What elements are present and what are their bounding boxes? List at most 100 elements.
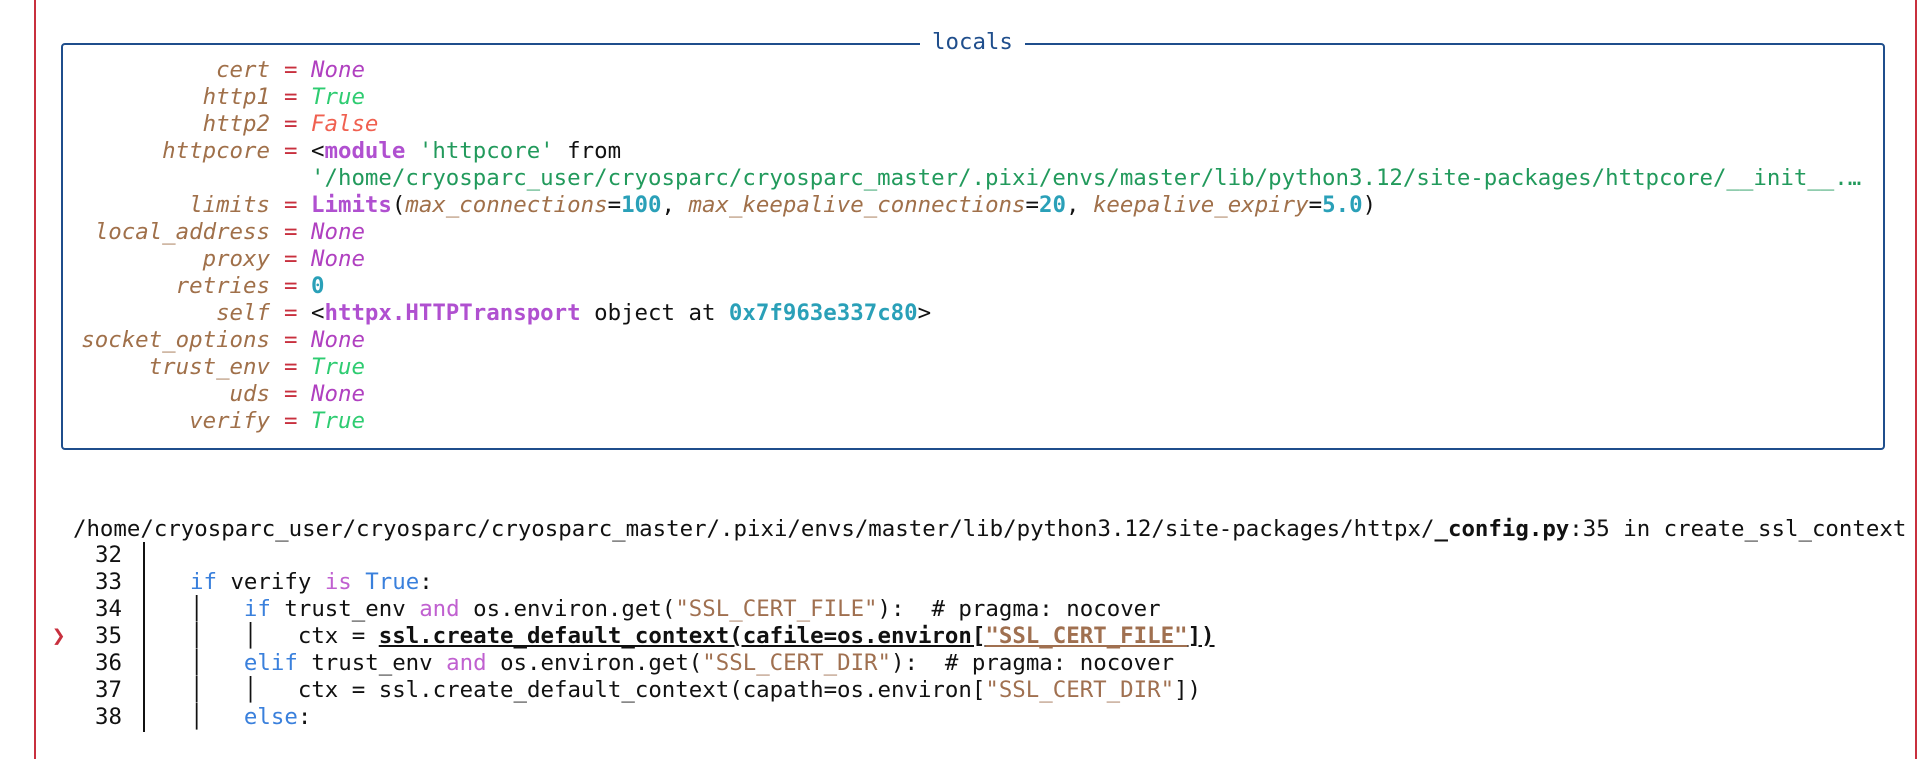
value-token: False [311, 111, 379, 137]
value-token: from [553, 138, 622, 164]
code-line: if verify is True: [190, 569, 433, 596]
traceback-border-right [1915, 0, 1917, 759]
line-number-gutter [143, 542, 145, 732]
code-line: │ if trust_env and os.environ.get("SSL_C… [190, 596, 1161, 623]
value-token: , [661, 192, 689, 218]
equals-sign: = [284, 192, 298, 218]
code-token: ctx = [297, 623, 379, 649]
code-line: │ elif trust_env and os.environ.get("SSL… [190, 650, 1174, 677]
local-var-value: True [311, 354, 365, 381]
line-number: 36 [95, 650, 122, 676]
code-token: : [297, 704, 312, 730]
value-token: None [311, 57, 365, 83]
value-token: ) [1362, 192, 1377, 218]
local-var-value: <module 'httpcore' from [311, 138, 621, 165]
local-var-value: Limits(max_connections=100, max_keepaliv… [311, 192, 1376, 219]
code-token: verify [216, 569, 325, 595]
code-token: ]) [1187, 623, 1215, 649]
value-token: 100 [621, 192, 662, 218]
error-line-marker-icon: ❯ [52, 623, 66, 649]
code-token: if [243, 596, 271, 622]
equals-sign: = [284, 84, 298, 110]
equals-sign: = [284, 219, 298, 245]
code-token: "SSL_CERT_DIR" [985, 677, 1175, 703]
frame-path: /home/cryosparc_user/cryosparc/cryosparc… [72, 516, 1435, 542]
local-var-name: self [216, 300, 270, 326]
value-token: keepalive_expiry [1092, 192, 1309, 218]
code-token: ]) [1174, 677, 1202, 703]
code-token: │ │ [190, 623, 298, 649]
value-token [405, 138, 418, 164]
equals-sign: = [284, 138, 298, 164]
value-token: httpx.HTTPTransport [324, 300, 581, 326]
local-var-name: limits [189, 192, 270, 218]
local-var-name: cert [216, 57, 270, 83]
code-token: │ │ [190, 677, 298, 703]
equals-sign: = [284, 57, 298, 83]
local-var-name: local_address [94, 219, 270, 245]
local-var-name: http1 [202, 84, 270, 110]
local-var-value: None [311, 381, 365, 408]
code-token: and [419, 596, 460, 622]
line-number: 37 [95, 677, 122, 703]
frame-location: /home/cryosparc_user/cryosparc/cryosparc… [46, 489, 1906, 542]
code-token: trust_env [270, 596, 420, 622]
line-number: 34 [95, 596, 122, 622]
equals-sign: = [284, 408, 298, 434]
code-token: if [190, 569, 217, 595]
code-line: │ else: [190, 704, 311, 731]
value-token: max_keepalive_connections [688, 192, 1026, 218]
equals-sign: = [284, 300, 298, 326]
local-var-name: verify [189, 408, 270, 434]
value-token: = [1025, 192, 1039, 218]
code-token: "SSL_CERT_FILE" [675, 596, 878, 622]
code-token: : [419, 569, 433, 595]
local-var-value: True [311, 408, 365, 435]
code-token: trust_env [297, 650, 447, 676]
code-token: ): # pragma: nocover [891, 650, 1175, 676]
value-token: > [917, 300, 932, 326]
equals-sign: = [284, 246, 298, 272]
code-token: │ [190, 596, 244, 622]
line-number: 32 [95, 542, 122, 568]
line-number: 38 [95, 704, 122, 730]
code-line: │ │ ctx = ssl.create_default_context(caf… [190, 623, 1215, 650]
local-var-name: proxy [202, 246, 270, 272]
value-token: , [1065, 192, 1093, 218]
value-token: < [311, 138, 325, 164]
code-token: ctx = ssl.create_default_context(capath=… [297, 677, 986, 703]
local-var-value: '/home/cryosparc_user/cryosparc/cryospar… [311, 165, 1861, 192]
local-var-value: <httpx.HTTPTransport object at 0x7f963e3… [311, 300, 931, 327]
equals-sign: = [284, 354, 298, 380]
code-token: elif [243, 650, 298, 676]
line-number: 33 [95, 569, 122, 595]
code-token: ): # pragma: nocover [877, 596, 1161, 622]
value-token: True [311, 84, 365, 110]
equals-sign: = [284, 273, 298, 299]
value-token: object at [580, 300, 729, 326]
local-var-name: httpcore [162, 138, 270, 164]
code-token: True [365, 569, 420, 595]
value-token: max_connections [405, 192, 608, 218]
code-token [352, 569, 365, 595]
value-token: None [311, 381, 365, 407]
code-token: │ [190, 704, 244, 730]
local-var-value: True [311, 84, 365, 111]
frame-line-suffix: :35 in create_ssl_context [1569, 516, 1907, 542]
code-token: │ [190, 650, 244, 676]
code-token: os.environ.get( [459, 596, 676, 622]
value-token: True [311, 354, 365, 380]
local-var-value: None [311, 327, 365, 354]
value-token: module [324, 138, 406, 164]
frame-file: _config.py [1434, 516, 1570, 542]
line-number: 35 [95, 623, 122, 649]
code-token: os.environ.get( [486, 650, 703, 676]
locals-panel-title: locals [920, 29, 1025, 56]
code-line: │ │ ctx = ssl.create_default_context(cap… [190, 677, 1201, 704]
value-token: = [607, 192, 622, 218]
local-var-name: uds [229, 381, 270, 407]
local-var-value: None [311, 57, 365, 84]
code-token: is [324, 569, 352, 595]
code-token: and [446, 650, 487, 676]
code-token: else [243, 704, 298, 730]
